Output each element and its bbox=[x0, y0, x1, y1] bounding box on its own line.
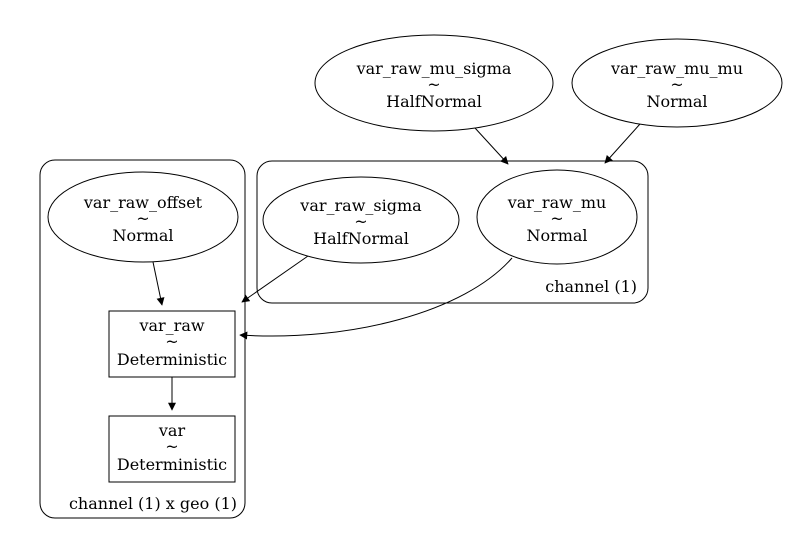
node-var-raw-mu-mu: var_raw_mu_mu ~ Normal bbox=[571, 38, 783, 128]
edge-var-raw-offset-to-var-raw bbox=[152, 261, 165, 306]
plate-channel-label: channel (1) bbox=[545, 277, 637, 296]
node-var-raw-mu-relation: ~ bbox=[550, 209, 563, 228]
node-var-raw-mu-mu-distribution: Normal bbox=[646, 92, 707, 111]
node-var-raw-mu-sigma-ellipse bbox=[314, 34, 554, 132]
node-var-raw-mu-mu-name: var_raw_mu_mu bbox=[610, 59, 743, 78]
node-var-raw-sigma-distribution: HalfNormal bbox=[313, 229, 409, 248]
node-var-raw-mu: var_raw_mu ~ Normal bbox=[476, 169, 638, 265]
plate-channel-border bbox=[256, 160, 649, 304]
node-var-raw-offset-distribution: Normal bbox=[112, 226, 173, 245]
node-var-distribution: Deterministic bbox=[117, 455, 227, 474]
plate-channel: channel (1) bbox=[256, 160, 649, 304]
node-var-raw-mu-mu-ellipse bbox=[571, 38, 783, 128]
node-var-raw-mu-sigma-distribution: HalfNormal bbox=[386, 92, 482, 111]
node-var-rect bbox=[108, 415, 236, 483]
node-var-raw: var_raw ~ Deterministic bbox=[108, 310, 236, 378]
node-var-raw-mu-mu-relation: ~ bbox=[670, 75, 683, 94]
node-var-raw-mu-sigma: var_raw_mu_sigma ~ HalfNormal bbox=[314, 34, 554, 132]
node-var-raw-mu-name: var_raw_mu bbox=[507, 193, 607, 212]
edge-var-raw-mu-sigma-to-var-raw-mu bbox=[474, 127, 509, 165]
node-var-raw-sigma-name: var_raw_sigma bbox=[299, 196, 422, 215]
edges bbox=[152, 123, 641, 411]
node-var-raw-offset-name: var_raw_offset bbox=[83, 193, 203, 212]
node-var-raw-sigma-ellipse bbox=[262, 176, 460, 264]
node-var-raw-mu-sigma-relation: ~ bbox=[427, 75, 440, 94]
node-var-raw-mu-ellipse bbox=[476, 169, 638, 265]
node-var-raw-rect bbox=[108, 310, 236, 378]
edge-var-raw-mu-mu-to-var-raw-mu bbox=[604, 123, 641, 164]
edge-var-raw-mu-to-var-raw bbox=[239, 257, 513, 340]
node-var-raw-sigma: var_raw_sigma ~ HalfNormal bbox=[262, 176, 460, 264]
node-var-raw-relation: ~ bbox=[165, 332, 178, 351]
node-var-raw-offset-relation: ~ bbox=[136, 209, 149, 228]
plate-channel-geo-label: channel (1) x geo (1) bbox=[69, 494, 237, 513]
node-var-raw-mu-sigma-name: var_raw_mu_sigma bbox=[356, 59, 512, 78]
node-var-raw-sigma-relation: ~ bbox=[354, 212, 367, 231]
node-var-raw-offset-ellipse bbox=[47, 171, 239, 263]
node-var-raw-name: var_raw bbox=[138, 316, 204, 335]
node-var-raw-distribution: Deterministic bbox=[117, 350, 227, 369]
node-var-relation: ~ bbox=[165, 437, 178, 456]
node-var-raw-mu-distribution: Normal bbox=[526, 226, 587, 245]
node-var-name: var bbox=[158, 421, 186, 440]
edge-var-raw-sigma-to-var-raw bbox=[241, 255, 309, 303]
node-var-raw-offset: var_raw_offset ~ Normal bbox=[47, 171, 239, 263]
node-var: var ~ Deterministic bbox=[108, 415, 236, 483]
